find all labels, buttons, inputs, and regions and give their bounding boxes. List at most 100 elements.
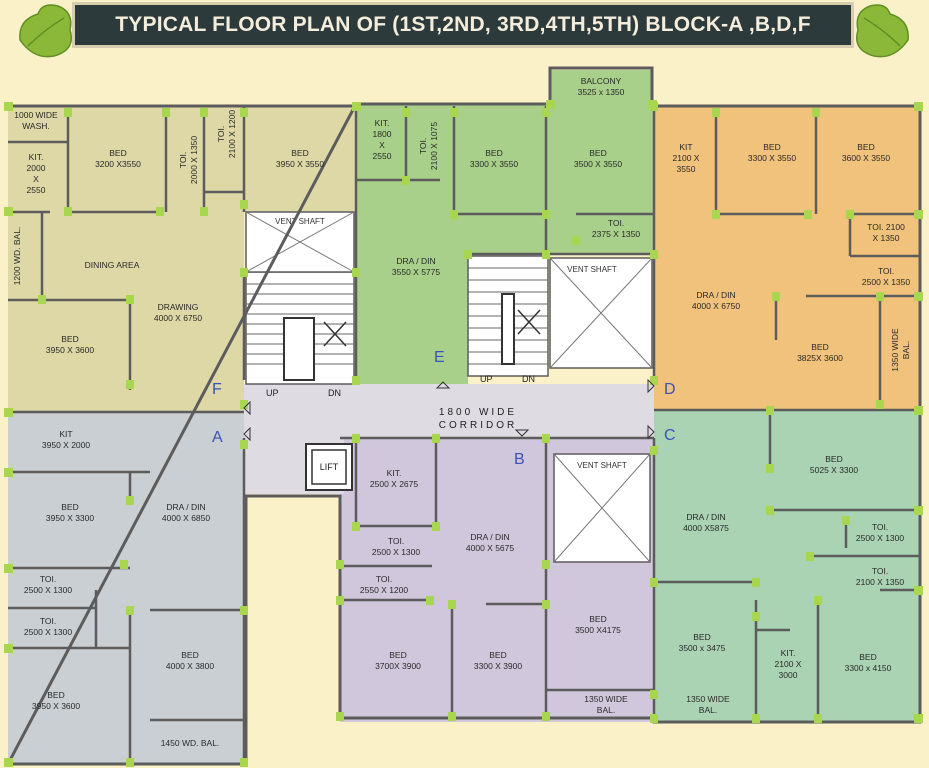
room-label-line: 2550 (373, 151, 392, 161)
room-label-line: 4000 X 6750 (692, 301, 740, 311)
room-label-line: KIT. (387, 468, 402, 478)
room-label-line: 3950 X 3550 (276, 159, 324, 169)
stair-dn-label-left: DN (328, 388, 341, 398)
block-label-c: C (664, 427, 676, 444)
room-label-line: KIT. (375, 118, 390, 128)
room-label-line: 4000 X 6850 (162, 513, 210, 523)
room-label-line: BED (61, 502, 78, 512)
room-label-line: 1000 WIDE (14, 110, 58, 120)
room-label-line: BAL. (597, 705, 615, 715)
corridor-label-line2: CORRIDOR (439, 420, 517, 431)
room-label-line: 2500 X 1350 (862, 277, 910, 287)
room-label-line: 3500 X 3550 (574, 159, 622, 169)
room-label-line: TOI. 2100 (867, 222, 905, 232)
room-label-line: 2100 X 1350 (856, 577, 904, 587)
room-label-line: BED (857, 142, 874, 152)
room-label-line: BED (763, 142, 780, 152)
room-label-line: 2375 X 1350 (592, 229, 640, 239)
room-label-line: 4000 X 3800 (166, 661, 214, 671)
block-label-f: F (212, 381, 222, 398)
plan-title: TYPICAL FLOOR PLAN OF (1ST,2ND, 3RD,4TH,… (115, 13, 811, 36)
room-label-line: BED (811, 342, 828, 352)
room-label-line: 1350 WIDE (890, 328, 900, 372)
room-label-line: 2100 X 1200 (227, 110, 237, 158)
block-label-d: D (664, 381, 676, 398)
room-label-line: 3525 x 1350 (578, 87, 625, 97)
room-label-line: TOI. (178, 152, 188, 168)
flat-a-area (8, 412, 246, 764)
room-label-line: DRA / DIN (396, 256, 435, 266)
internal-walls (8, 106, 920, 764)
room-label-line: BED (389, 650, 406, 660)
room-label-line: BED (291, 148, 308, 158)
room-label-line: 3300 X 3550 (748, 153, 796, 163)
room-label-line: 3950 X 3600 (46, 345, 94, 355)
room-label-line: TOI. (376, 574, 392, 584)
room-label-line: 3600 X 3550 (842, 153, 890, 163)
room-label-e-toi: TOI.2100 X 1075 (418, 122, 439, 170)
room-label-line: 2000 (27, 163, 46, 173)
svg-text:VENT SHAFT: VENT SHAFT (275, 217, 325, 226)
room-label-line: 3000 (779, 670, 798, 680)
room-label-line: KIT. (781, 648, 796, 658)
lift: LIFT (305, 443, 353, 491)
room-label-line: BED (61, 334, 78, 344)
room-label-line: 2550 X 1200 (360, 585, 408, 595)
room-label-line: 3200 X3550 (95, 159, 141, 169)
room-label-line: 1350 WIDE (584, 694, 628, 704)
block-label-a: A (212, 429, 223, 446)
room-label-line: 1200 WD. BAL. (12, 227, 22, 286)
svg-text:LIFT: LIFT (320, 462, 339, 472)
room-label-line: 3300 x 4150 (845, 663, 892, 673)
room-label-line: 3300 X 3550 (470, 159, 518, 169)
room-label-line: TOI. (216, 126, 226, 142)
corridor-label-line1: 1800 WIDE (439, 407, 517, 418)
room-label-e-toi2: TOI.2375 X 1350 (592, 218, 640, 239)
room-label-line: DRA / DIN (696, 290, 735, 300)
room-label-line: 3550 (677, 164, 696, 174)
room-label-line: BED (859, 652, 876, 662)
corridor-area (244, 384, 654, 438)
room-label-line: TOI. (40, 616, 56, 626)
room-label-line: 3300 X 3900 (474, 661, 522, 671)
room-label-line: 5025 X 3300 (810, 465, 858, 475)
room-label-line: 3500 X4175 (575, 625, 621, 635)
room-label-line: 2100 X 1075 (429, 122, 439, 170)
room-label-line: 3550 X 5775 (392, 267, 440, 277)
room-label-line: 3825X 3600 (797, 353, 843, 363)
room-label-line: WASH. (22, 121, 50, 131)
vent-shaft-3: VENT SHAFT (553, 453, 651, 563)
room-label-line: TOI. (418, 138, 428, 154)
room-label-line: 2500 X 2675 (370, 479, 418, 489)
room-label-b-toi1: TOI.2500 X 1300 (372, 536, 420, 557)
room-label-line: BED (589, 148, 606, 158)
flat-f-area-top (244, 106, 356, 212)
flat-d-area (654, 106, 920, 410)
room-label-line: 3950 X 3300 (46, 513, 94, 523)
vent-shaft-2: VENT SHAFT (549, 257, 653, 369)
flat-e-area-low (356, 254, 468, 384)
room-label-line: BED (825, 454, 842, 464)
stair-dn-label-right: DN (522, 374, 535, 384)
room-label-line: DINING AREA (85, 260, 140, 270)
room-label-line: BED (485, 148, 502, 158)
room-label-a-toi2: TOI.2500 X 1300 (24, 616, 72, 637)
room-label-line: BED (693, 632, 710, 642)
room-label-line: 2500 X 1300 (24, 585, 72, 595)
room-label-line: TOI. (40, 574, 56, 584)
room-label-line: 1350 WIDE (686, 694, 730, 704)
room-label-f-dining: DINING AREA (85, 260, 140, 270)
